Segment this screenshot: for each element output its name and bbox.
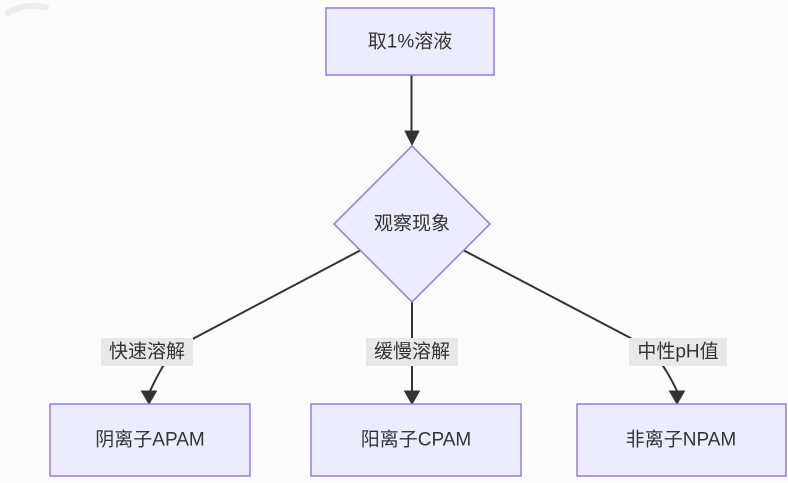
edge-label-text: 中性pH值 xyxy=(637,341,718,363)
edge-line xyxy=(149,249,362,392)
node-observe-phenomenon: 观察现象 xyxy=(333,145,491,303)
node-nonionic-npam: 非离子NPAM xyxy=(576,403,787,477)
edge-label-text: 缓慢溶解 xyxy=(374,341,450,363)
edge-label-fast-dissolve: 快速溶解 xyxy=(101,338,193,366)
edge-line xyxy=(462,249,678,392)
node-box xyxy=(310,403,522,477)
edge-label-slow-dissolve: 缓慢溶解 xyxy=(366,338,458,366)
edge-observe-to-npam xyxy=(462,249,685,405)
edge-solution-to-observe xyxy=(404,75,420,146)
node-box xyxy=(49,403,251,477)
node-diamond-shape xyxy=(333,145,491,303)
node-label: 阳离子CPAM xyxy=(361,429,471,451)
arrowhead-down-icon xyxy=(404,130,420,146)
node-take-1pct-solution: 取1%溶液 xyxy=(325,7,495,76)
edge-label-background xyxy=(101,338,193,366)
edge-label-text: 快速溶解 xyxy=(109,341,185,363)
arrowhead-down-icon xyxy=(404,390,420,405)
arrowhead-down-icon xyxy=(669,390,685,405)
node-label: 取1%溶液 xyxy=(368,31,452,53)
edge-label-background xyxy=(629,338,727,366)
arrowhead-down-icon xyxy=(141,390,157,405)
edge-label-background xyxy=(366,338,458,366)
node-label: 阴离子APAM xyxy=(95,429,204,451)
node-label: 观察现象 xyxy=(374,213,450,235)
node-label: 非离子NPAM xyxy=(626,429,736,451)
background-artifact-smudge xyxy=(5,2,49,16)
node-anionic-apam: 阴离子APAM xyxy=(49,403,251,477)
edge-observe-to-apam xyxy=(141,249,362,405)
node-box xyxy=(576,403,787,477)
node-box xyxy=(325,7,495,76)
edge-label-neutral-ph: 中性pH值 xyxy=(629,338,727,366)
node-cationic-cpam: 阳离子CPAM xyxy=(310,403,522,477)
